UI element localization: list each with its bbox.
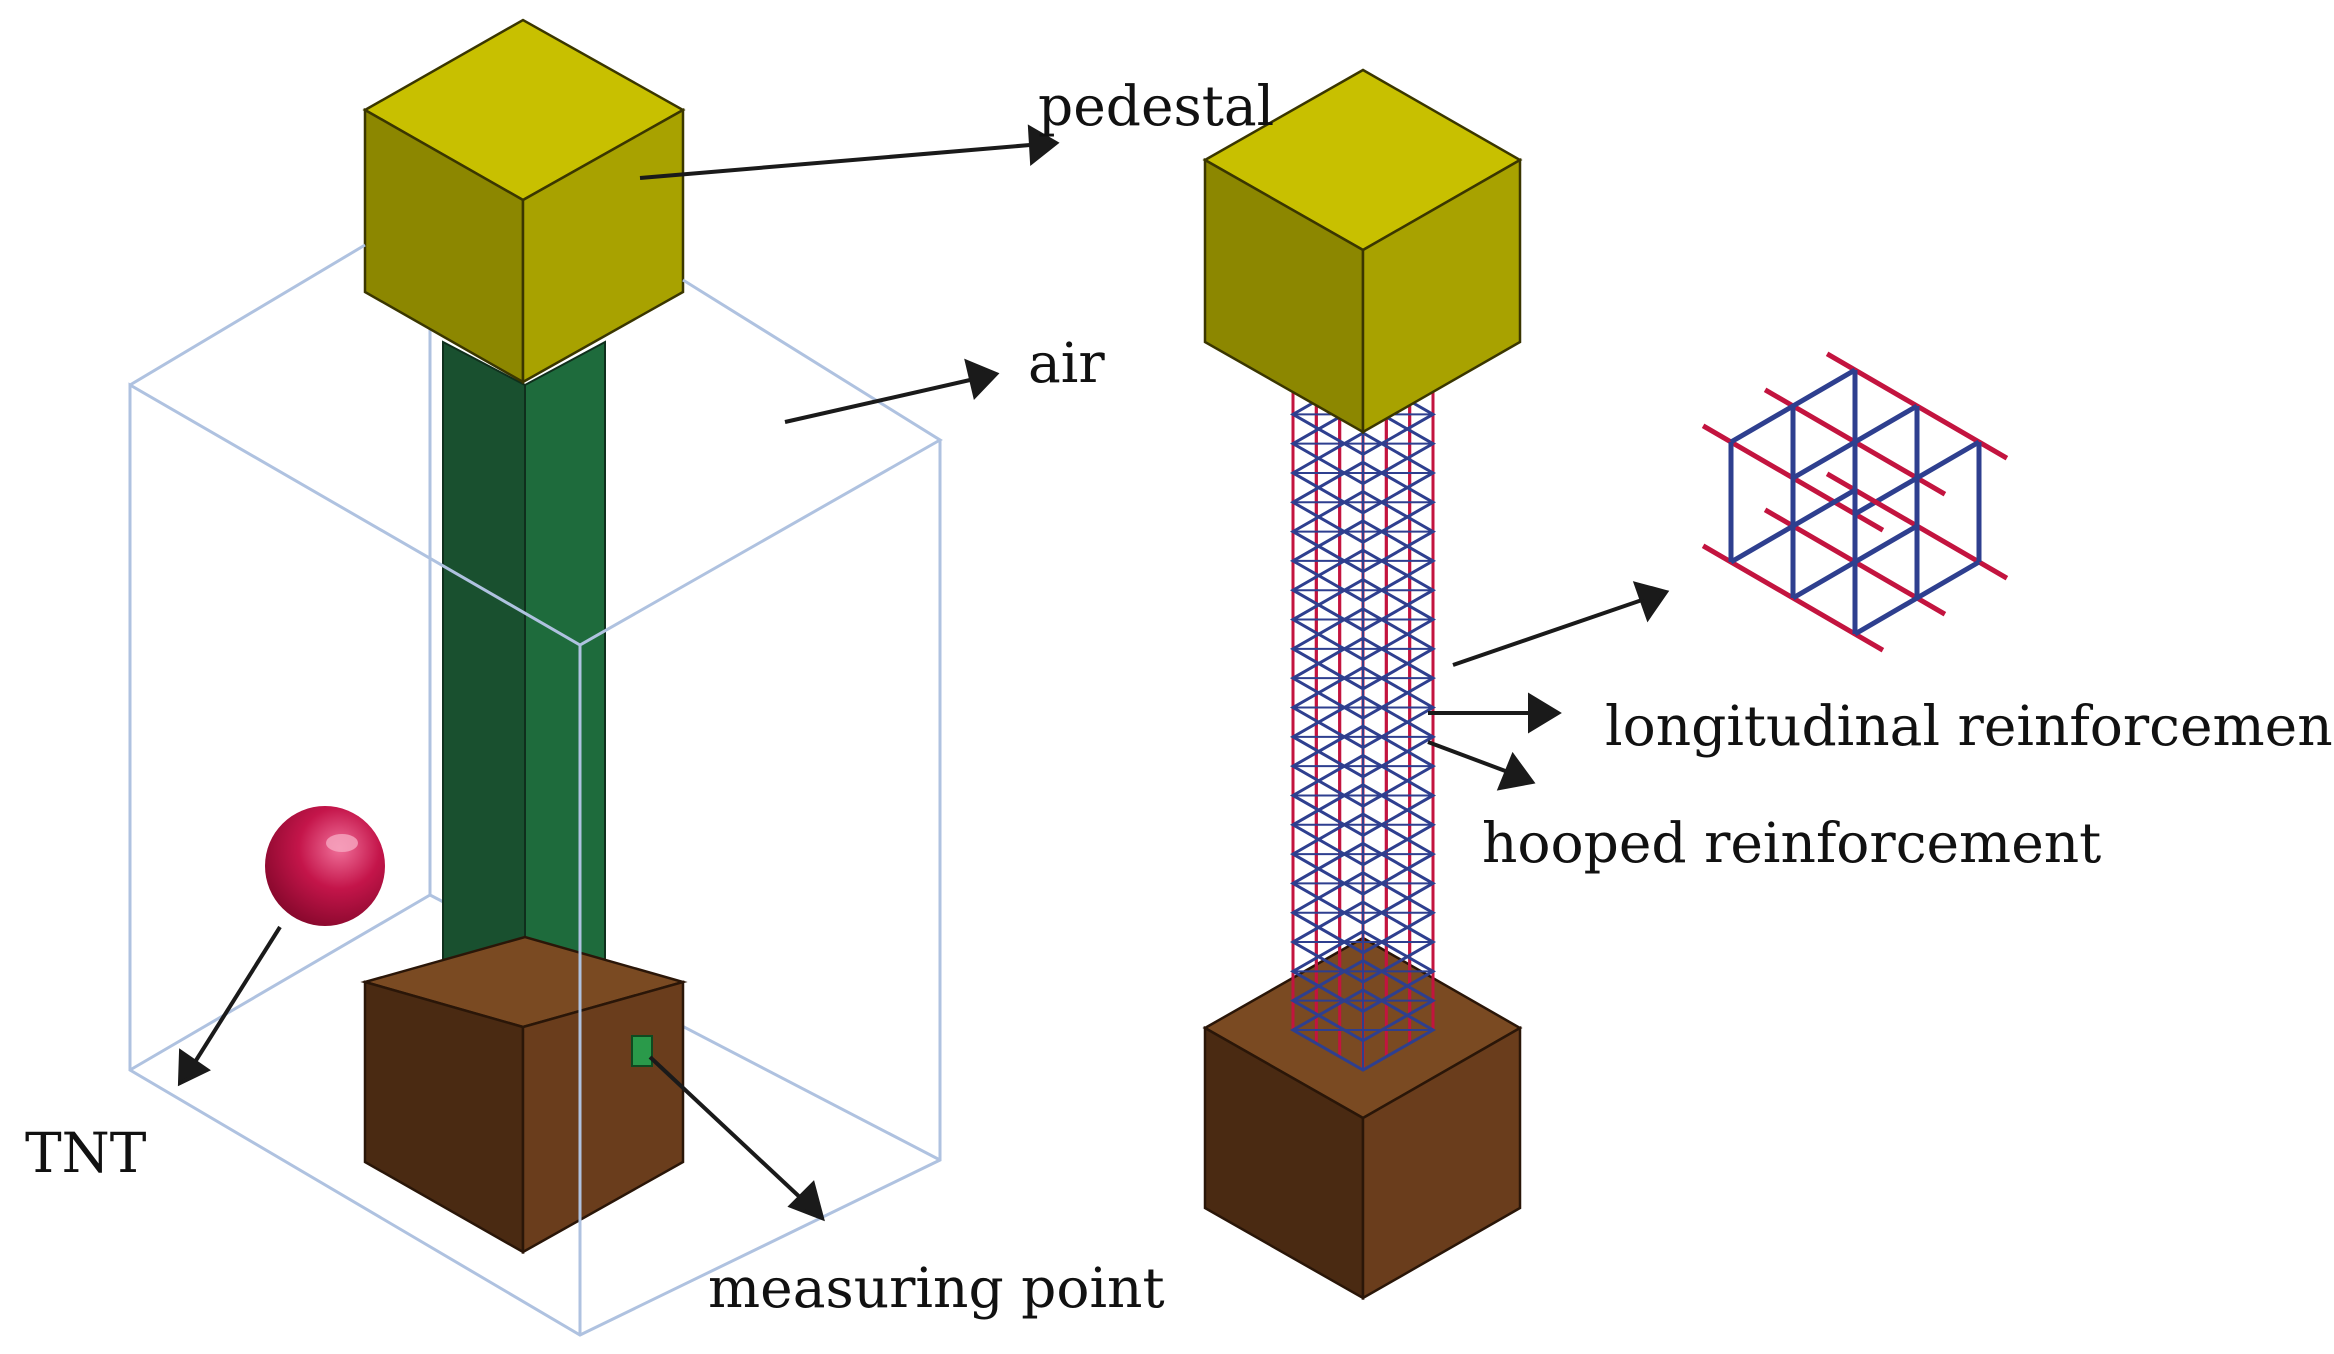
left-model	[128, 18, 1060, 1337]
longitudinal-arrowhead	[1528, 692, 1562, 734]
hooped-reinforcement-label: hooped reinforcement	[1482, 811, 2101, 875]
hooped-arrow-line	[1427, 740, 1509, 774]
pedestal-label: pedestal	[1038, 74, 1274, 138]
tnt-label: TNT	[25, 1121, 147, 1185]
column-left-face	[442, 340, 526, 1022]
reinforcement-cage	[1289, 343, 1437, 1072]
tnt-charge	[265, 806, 385, 926]
right-top-pedestal	[1202, 68, 1523, 435]
detail-arrowhead	[1632, 581, 1670, 623]
air-arrow-line	[784, 378, 971, 424]
tnt-sphere	[265, 806, 385, 926]
longitudinal-reinforcement-label: longitudinal reinforcement	[1605, 694, 2334, 758]
right-arrows	[1427, 581, 1670, 791]
detail-arrow-line	[1452, 598, 1643, 667]
measuring-point-arrowhead	[787, 1180, 825, 1222]
top-pedestal	[362, 18, 686, 385]
left-arrows	[177, 124, 1060, 1222]
right-model	[1202, 68, 2009, 1301]
right-bottom-pedestal-right-face	[1361, 1025, 1522, 1301]
pedestal-arrowhead	[1027, 124, 1060, 166]
measuring-point-arrow-line	[648, 1055, 807, 1204]
bottom-pedestal	[360, 935, 688, 1255]
column-right-face	[524, 340, 606, 1022]
measuring-point-marker	[631, 1035, 653, 1067]
tnt-highlight	[326, 834, 358, 852]
bottom-pedestal-left-face	[363, 980, 525, 1255]
tnt-arrowhead	[177, 1048, 211, 1087]
hooped-arrowhead	[1496, 751, 1536, 791]
bottom-pedestal-right-face	[521, 980, 685, 1255]
air-arrowhead	[964, 358, 1000, 401]
air-label: air	[1028, 331, 1105, 395]
reinforcement-detail	[1701, 351, 2009, 653]
measuring-point-label: measuring point	[708, 1256, 1165, 1320]
tnt-arrow-line	[193, 925, 282, 1064]
air-domain-edges	[128, 243, 943, 1337]
pedestal-arrow-line	[639, 143, 1031, 180]
right-top-pedestal-right-face	[1361, 157, 1522, 435]
